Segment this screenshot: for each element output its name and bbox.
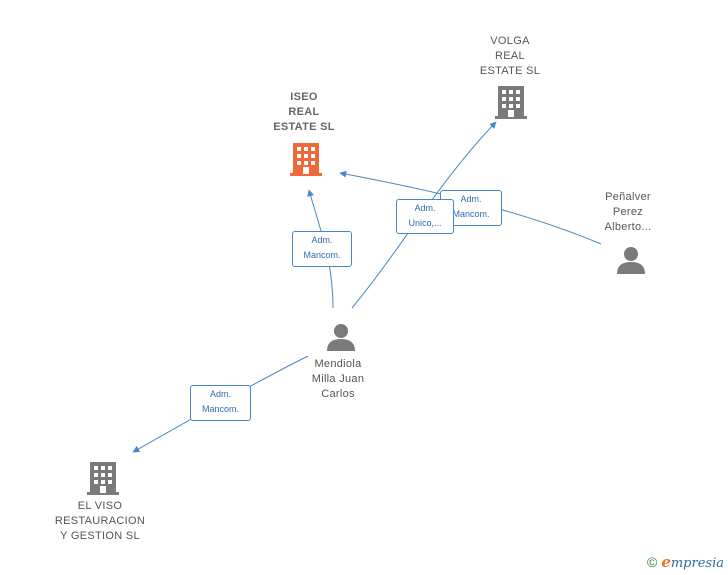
node-label: Peñalver Perez Alberto... <box>604 191 652 233</box>
node-volga-real-estate[interactable]: VOLGA REAL ESTATE SL <box>460 34 560 79</box>
node-label: EL VISO RESTAURACION Y GESTION SL <box>54 500 146 542</box>
node-el-viso-restauracion[interactable]: EL VISO RESTAURACION Y GESTION SL <box>40 499 160 544</box>
person-icon <box>617 247 645 274</box>
node-label: ISEO REAL ESTATE SL <box>273 91 335 133</box>
node-penalver-perez-alberto[interactable]: Peñalver Perez Alberto... <box>580 190 676 235</box>
edge-label-mendiola-volga[interactable]: Adm. Unico,... <box>396 199 454 234</box>
copyright-icon: © <box>646 554 658 570</box>
empresia-logo[interactable]: empresia <box>661 553 724 571</box>
footer-brand: © empresia <box>647 553 724 571</box>
edge-label-mendiola-elviso[interactable]: Adm. Mancom. <box>190 385 251 421</box>
edge-label-mendiola-iseo[interactable]: Adm. Mancom. <box>292 231 352 267</box>
building-icon <box>87 462 119 495</box>
node-label: VOLGA REAL ESTATE SL <box>479 35 541 77</box>
node-iseo-real-estate[interactable]: ISEO REAL ESTATE SL <box>254 90 354 135</box>
node-mendiola-milla-juan-carlos[interactable]: Mendiola Milla Juan Carlos <box>290 357 386 402</box>
node-label: Mendiola Milla Juan Carlos <box>311 358 365 400</box>
person-icon <box>327 324 355 351</box>
building-icon <box>290 143 322 176</box>
building-icon <box>495 86 527 119</box>
